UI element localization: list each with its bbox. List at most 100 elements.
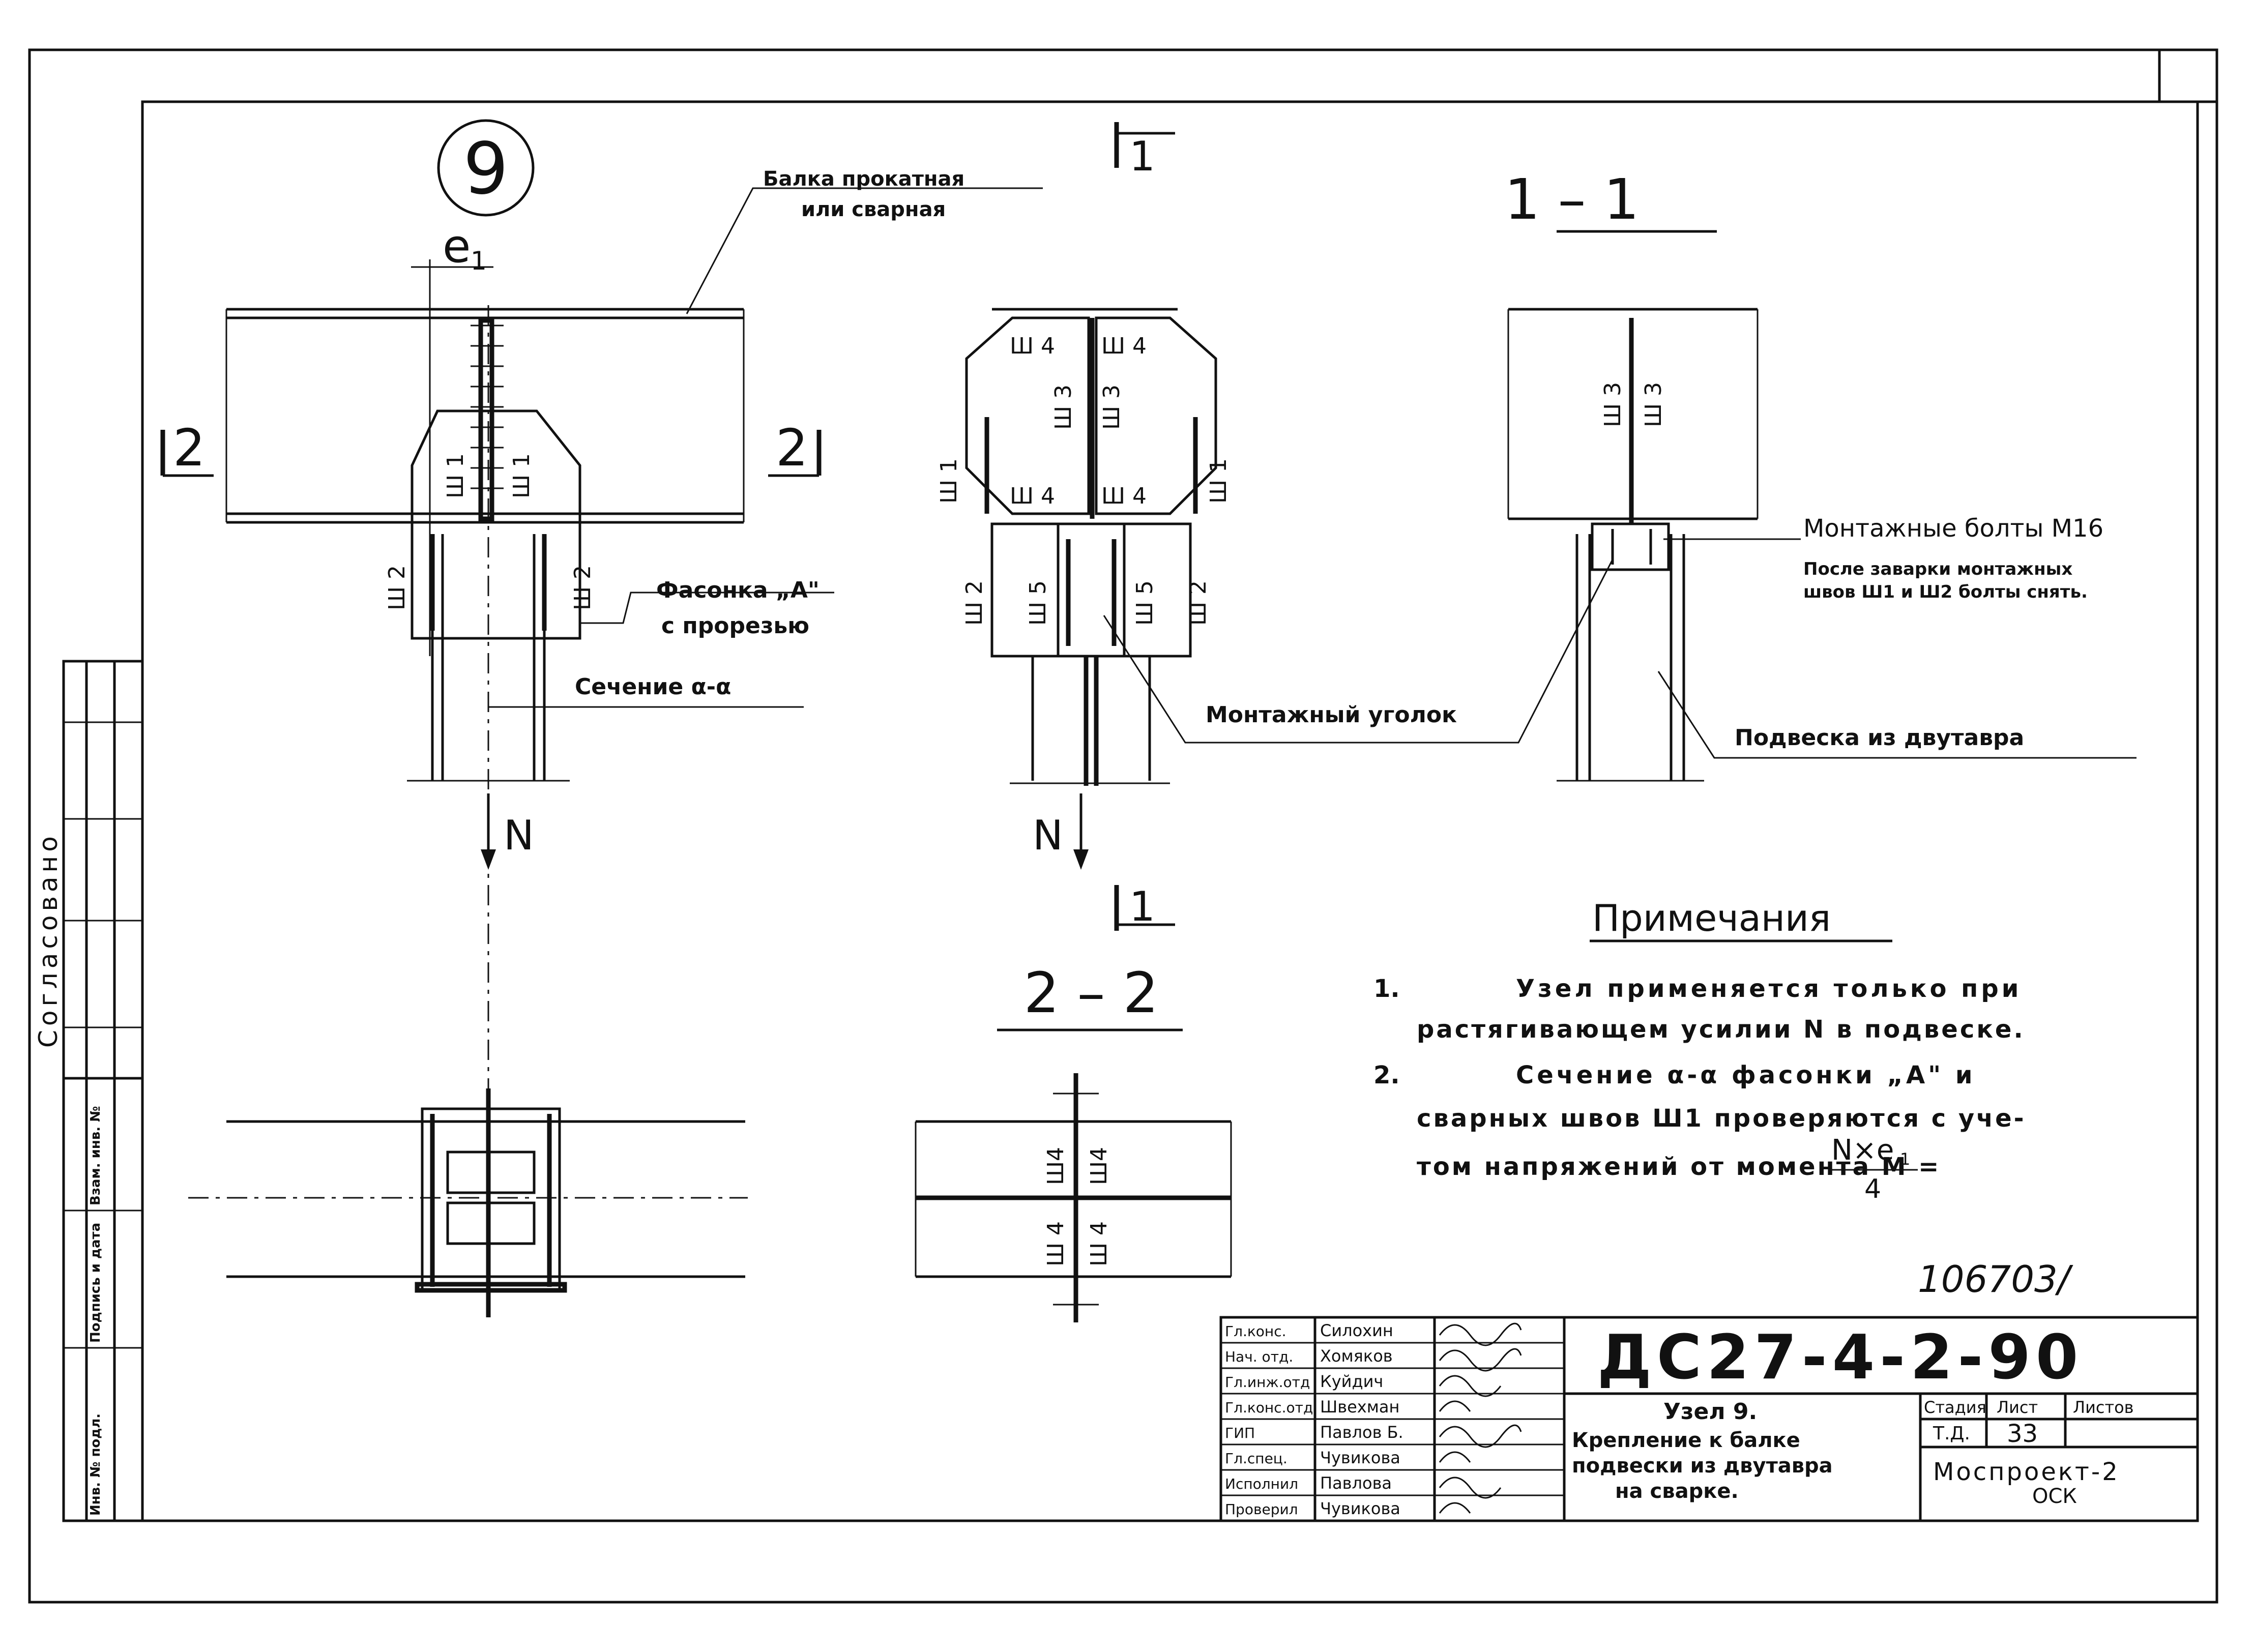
hanger-label: Подвеска из двутавра — [1735, 725, 2024, 751]
agreed-label: Согласовано — [34, 832, 63, 1048]
tb-role-5: Гл.спец. — [1225, 1450, 1288, 1467]
side-strip: Согласовано Инв. № подл. Подпись и дата … — [34, 660, 144, 1522]
tb-title-line-1: Узел 9. — [1663, 1399, 1757, 1425]
gusset-label: Фасонка „А" — [656, 577, 820, 603]
weld-sh2-side-l: Ш 2 — [961, 580, 987, 626]
tb-title-line-2: Крепление к балке — [1572, 1429, 1800, 1452]
node-circle — [437, 119, 535, 217]
weld-sh1-front-left: Ш 1 — [443, 453, 469, 498]
view-2-2: 2 – 2 Ш4 Ш4 Ш 4 Ш 4 — [915, 960, 1232, 1322]
plan-view — [188, 1088, 748, 1317]
tb-sheet-head: Лист — [1997, 1398, 2038, 1417]
view-1-1-title: 1 – 1 — [1505, 167, 1640, 232]
tb-org-2: ОСК — [2032, 1485, 2077, 1508]
note-2-line-1: Сечение α-α фасонки „А" и — [1516, 1061, 1976, 1089]
tb-name-1: Хомяков — [1320, 1346, 1393, 1366]
tb-role-3: Гл.конс.отд — [1225, 1399, 1313, 1416]
side-view: 1 Ш 4 Ш 4 Ш 4 Ш 4 Ш 3 Ш 3 Ш 1 Ш 1 Ш 5 Ш … — [936, 122, 1614, 931]
tb-name-5: Чувикова — [1320, 1448, 1400, 1467]
field-inv-repl: Взам. инв. № — [88, 1106, 103, 1206]
force-n-front: N — [504, 812, 534, 859]
weld-sh4-side-tr: Ш 4 — [1101, 333, 1147, 359]
formula-subscript: 1 — [1900, 1149, 1910, 1169]
title-block: Гл.конс. Силохин Нач. отд. Хомяков Гл.ин… — [1219, 1316, 2199, 1522]
tb-role-4: ГИП — [1225, 1425, 1255, 1441]
tb-sheets-head: Листов — [2073, 1398, 2134, 1417]
weld-sh1-side-l: Ш 1 — [936, 458, 962, 504]
tb-name-2: Куйдич — [1320, 1372, 1383, 1391]
note-1-line-2: растягивающем усилии N в подвеске. — [1417, 1015, 2025, 1044]
notes: Примечания 1. Узел применяется только пр… — [1373, 897, 2026, 1204]
weld-sh4-side-br: Ш 4 — [1101, 483, 1147, 509]
note-2-line-3: том напряжений от момента М = — [1417, 1153, 1941, 1181]
doc-code: ДС27-4-2-90 — [1597, 1322, 2083, 1393]
tb-role-2: Гл.инж.отд — [1225, 1374, 1310, 1391]
bolts-note-1: После заварки монтажных — [1803, 559, 2072, 579]
tb-name-6: Павлова — [1320, 1473, 1392, 1493]
bolts-note-2: швов Ш1 и Ш2 болты снять. — [1803, 582, 2088, 602]
tb-title-line-4: на сварке. — [1615, 1480, 1739, 1503]
formula-numerator: N×e — [1831, 1134, 1894, 1167]
weld-sh2-front-right: Ш 2 — [570, 565, 596, 610]
formula-denominator: 4 — [1864, 1174, 1881, 1204]
stamp-number: 106703/ — [1918, 1258, 2073, 1301]
note-2-num: 2. — [1373, 1061, 1400, 1089]
tb-role-1: Нач. отд. — [1225, 1348, 1293, 1365]
view-2-2-title: 2 – 2 — [1024, 960, 1159, 1025]
weld-sh3-11-left: Ш 3 — [1600, 382, 1626, 427]
node-number: 9 — [463, 128, 508, 211]
note-1-line-1: Узел применяется только при — [1516, 975, 2022, 1003]
weld-sh3-11-right: Ш 3 — [1641, 382, 1666, 427]
tb-org-1: Моспроект-2 — [1933, 1458, 2120, 1486]
tb-name-3: Швехман — [1320, 1397, 1399, 1417]
section-mark-1-bottom: 1 — [1129, 883, 1155, 930]
e1-subscript: 1 — [471, 246, 487, 276]
weld-sh3-side-r: Ш 3 — [1099, 385, 1125, 430]
tb-title-line-3: подвески из двутавра — [1572, 1454, 1833, 1478]
section-aa-label: Сечение α-α — [575, 674, 731, 700]
tb-role-6: Исполнил — [1225, 1476, 1298, 1492]
mount-angle-label: Монтажный уголок — [1206, 702, 1457, 728]
beam-label-2: или сварная — [801, 198, 946, 221]
section-mark-1-top: 1 — [1129, 133, 1155, 180]
tb-name-7: Чувикова — [1320, 1499, 1400, 1518]
tb-stage: Т.Д. — [1933, 1423, 1970, 1444]
weld-sh5-side-r: Ш 5 — [1132, 580, 1158, 626]
weld-sh3-side-l: Ш 3 — [1050, 385, 1076, 430]
section-mark-2-right: 2 — [776, 418, 808, 478]
view-1-1: 1 – 1 Ш 3 Ш 3 Монтажные болты М16 После … — [1505, 167, 2137, 782]
weld-sh4-side-bl: Ш 4 — [1010, 483, 1055, 509]
gusset-sublabel: с прорезью — [661, 613, 809, 639]
tb-name-0: Силохин — [1320, 1321, 1393, 1340]
beam-label-1: Балка прокатная — [763, 167, 964, 191]
tb-name-4: Павлов Б. — [1320, 1423, 1403, 1442]
force-n-side: N — [1033, 812, 1063, 859]
gusset-a — [411, 409, 581, 640]
notes-title: Примечания — [1592, 897, 1831, 939]
front-view: 9 2 2 e 1 Ш 1 Ш 1 — [160, 119, 1043, 1297]
weld-sh1-front-right: Ш 1 — [509, 453, 535, 498]
field-sign-date: Подпись и дата — [88, 1223, 103, 1343]
weld-sh4-22-tr: Ш4 — [1086, 1147, 1112, 1185]
weld-sh2-side-r: Ш 2 — [1185, 580, 1211, 626]
weld-sh1-side-r: Ш 1 — [1206, 458, 1232, 504]
weld-sh4-22-br: Ш 4 — [1086, 1221, 1112, 1266]
weld-sh4-22-tl: Ш4 — [1043, 1147, 1069, 1185]
note-2-line-2: сварных швов Ш1 проверяются с уче- — [1417, 1104, 2026, 1133]
weld-sh4-22-bl: Ш 4 — [1043, 1221, 1069, 1266]
signatures — [1439, 1322, 1522, 1514]
section-mark-2-left: 2 — [173, 418, 206, 478]
inner-frame — [141, 100, 2199, 1522]
weld-sh4-side-tl: Ш 4 — [1010, 333, 1055, 359]
tb-role-7: Проверил — [1225, 1501, 1298, 1518]
outer-border — [28, 48, 2218, 1604]
e1-label: e — [443, 220, 471, 273]
tb-sheet: 33 — [2007, 1420, 2038, 1448]
mount-bolts-label: Монтажные болты М16 — [1803, 514, 2103, 543]
weld-sh2-front-left: Ш 2 — [384, 565, 410, 610]
note-1-num: 1. — [1373, 975, 1400, 1003]
tb-role-0: Гл.конс. — [1225, 1323, 1286, 1340]
tb-stage-head: Стадия — [1924, 1398, 1986, 1417]
weld-sh5-side-l: Ш 5 — [1025, 580, 1051, 626]
